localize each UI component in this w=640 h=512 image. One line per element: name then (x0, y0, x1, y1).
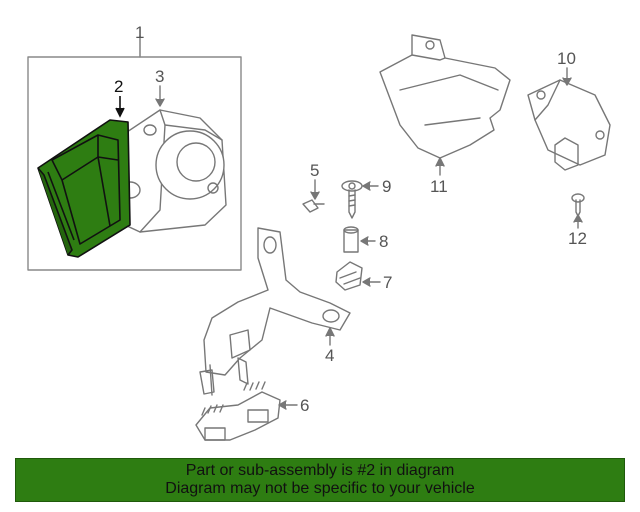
part-info-banner: Part or sub-assembly is #2 in diagram Di… (15, 458, 625, 502)
bolt-9 (341, 180, 363, 219)
callout-6: 6 (300, 396, 310, 415)
callout-7: 7 (383, 273, 393, 292)
mounting-bracket-4 (199, 227, 351, 396)
sleeve-8 (343, 226, 359, 253)
callout-3: 3 (155, 67, 165, 86)
callout-10: 10 (557, 49, 576, 68)
callout-1: 1 (135, 23, 145, 42)
callout-11: 11 (430, 177, 448, 196)
callout-5: 5 (310, 161, 320, 180)
callout-2: 2 (114, 77, 124, 96)
bracket-11 (379, 34, 511, 159)
control-module-2 (37, 119, 131, 258)
assembly-1-box (27, 56, 242, 271)
callout-9: 9 (382, 177, 392, 196)
grommet-7 (335, 261, 363, 291)
rubber-mounts-6 (195, 381, 281, 441)
banner-line-1: Part or sub-assembly is #2 in diagram (185, 462, 455, 479)
screw-5 (302, 199, 325, 213)
callout-2-arrow (115, 96, 125, 118)
callout-12: 12 (568, 229, 587, 248)
sensor-10 (527, 79, 611, 171)
banner-line-2: Diagram may not be specific to your vehi… (165, 480, 475, 497)
callout-8: 8 (379, 232, 389, 251)
screw-12 (571, 193, 585, 217)
callout-4: 4 (325, 346, 335, 365)
